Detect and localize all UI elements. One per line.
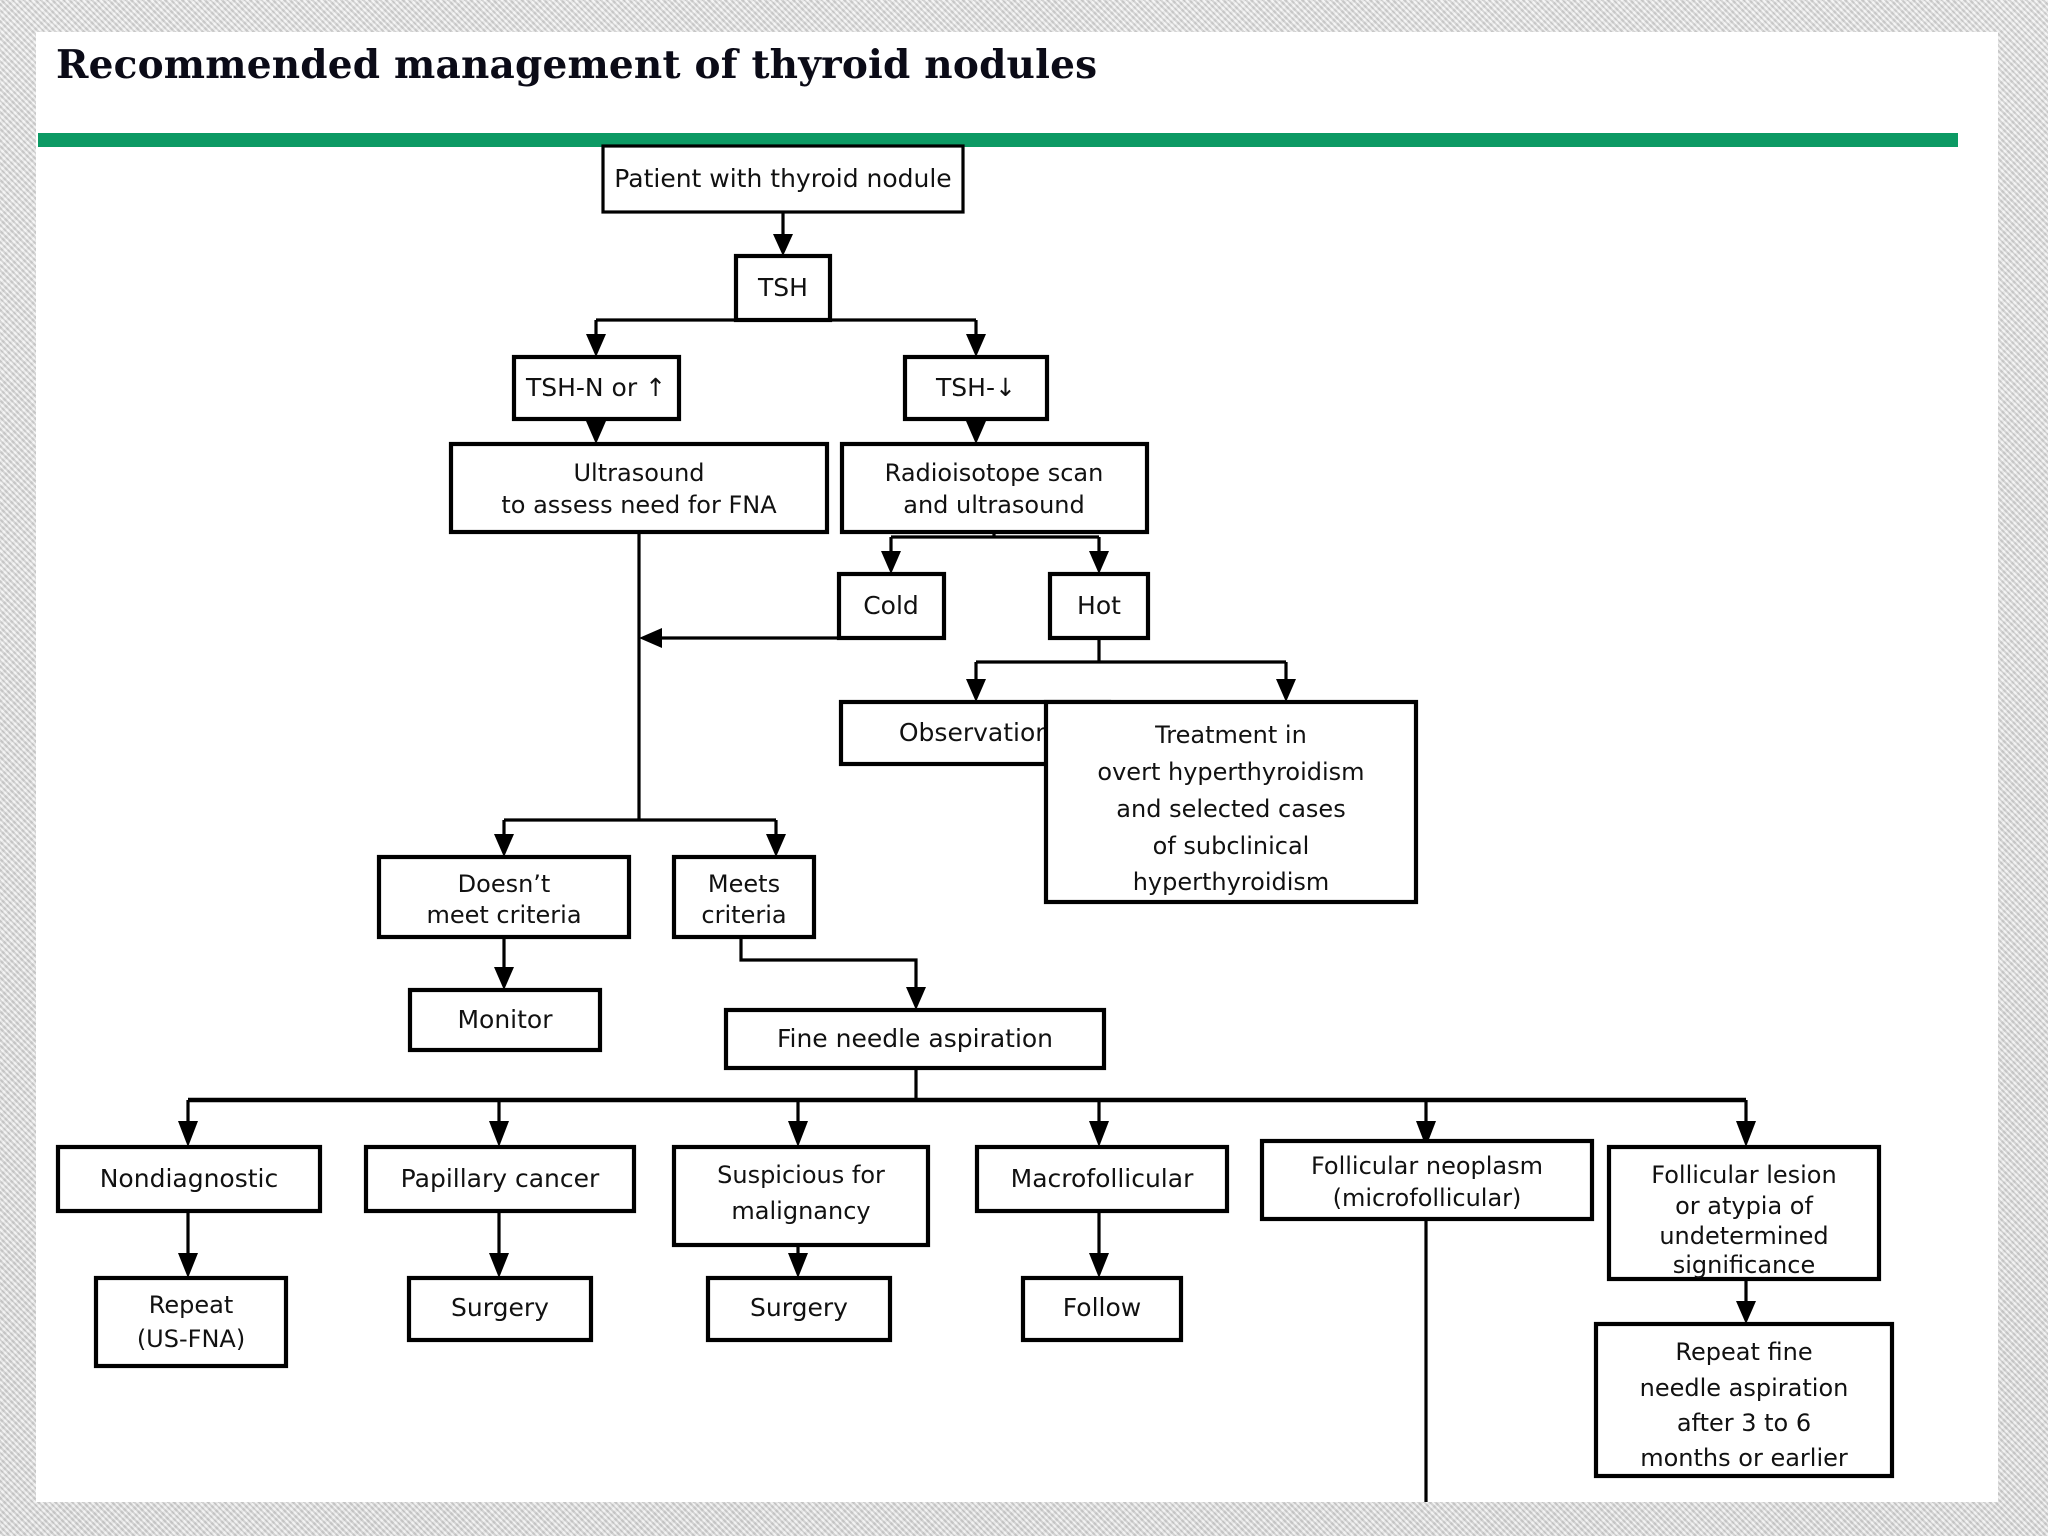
node-doesnt-meet-criteria[interactable]: Doesn’t meet criteria [376, 854, 632, 940]
node-papillary-cancer[interactable]: Papillary cancer [363, 1144, 637, 1214]
node-cold[interactable]: Cold [836, 571, 947, 641]
node-hot-label: Hot [1077, 591, 1121, 620]
node-nondiagnostic-label: Nondiagnostic [100, 1164, 279, 1193]
node-repeat-fine-needle-aspiration[interactable]: Repeat fine needle aspiration after 3 to… [1593, 1321, 1895, 1479]
node-follow-label: Follow [1063, 1293, 1141, 1322]
node-follicular-lesion[interactable]: Follicular lesion or atypia of undetermi… [1606, 1144, 1882, 1282]
node-cold-label: Cold [863, 591, 919, 620]
node-tsh[interactable]: TSH [733, 253, 833, 323]
node-ultrasound-line1: Ultrasound [573, 459, 704, 487]
node-follesion-line2: or atypia of [1675, 1192, 1813, 1220]
node-repeat-fna-line3: after 3 to 6 [1677, 1409, 1811, 1437]
node-treatment-line5: hyperthyroidism [1133, 868, 1330, 896]
node-surgery-papillary-label: Surgery [451, 1293, 549, 1322]
node-repeat-us-fna[interactable]: Repeat (US-FNA) [93, 1275, 289, 1369]
node-follesion-line3: undetermined [1659, 1222, 1828, 1250]
node-surgery-suspicious-label: Surgery [750, 1293, 848, 1322]
node-follow[interactable]: Follow [1020, 1275, 1184, 1343]
node-suspicious-line1: Suspicious for [717, 1161, 885, 1189]
node-repeat-usfna-line1: Repeat [149, 1291, 233, 1319]
node-no-criteria-line1: Doesn’t [458, 870, 551, 898]
node-treatment-line3: and selected cases [1116, 795, 1345, 823]
node-treatment[interactable]: Treatment in overt hyperthyroidism and s… [1043, 699, 1419, 905]
node-meets-criteria[interactable]: Meets criteria [671, 854, 817, 940]
node-monitor[interactable]: Monitor [407, 987, 603, 1053]
node-repeat-fna-line2: needle aspiration [1640, 1374, 1849, 1402]
node-repeat-fna-line1: Repeat fine [1675, 1338, 1812, 1366]
node-folneo-line2: (microfollicular) [1333, 1184, 1522, 1212]
node-suspicious-for-malignancy[interactable]: Suspicious for malignancy [671, 1144, 931, 1248]
node-tsh-label: TSH [757, 273, 808, 302]
node-repeat-usfna-line2: (US-FNA) [137, 1325, 245, 1353]
node-tsh-normal-label: TSH-N or ↑ [525, 373, 666, 402]
node-monitor-label: Monitor [457, 1005, 553, 1034]
node-observation-label: Observation [899, 718, 1051, 747]
page-title: Recommended management of thyroid nodule… [56, 42, 1098, 88]
node-follesion-line1: Follicular lesion [1651, 1161, 1836, 1189]
node-no-criteria-line2: meet criteria [426, 901, 581, 929]
node-tsh-low[interactable]: TSH-↓ [902, 354, 1050, 422]
node-radioisotope-line1: Radioisotope scan [885, 459, 1104, 487]
title-accent-rule [38, 133, 1958, 147]
node-suspicious-line2: malignancy [731, 1197, 870, 1225]
node-papillary-label: Papillary cancer [401, 1164, 600, 1193]
node-treatment-line2: overt hyperthyroidism [1097, 758, 1364, 786]
node-tsh-normal[interactable]: TSH-N or ↑ [511, 354, 682, 422]
node-fna-label: Fine needle aspiration [777, 1024, 1053, 1053]
node-folneo-line1: Follicular neoplasm [1311, 1152, 1543, 1180]
node-meets-line2: criteria [701, 901, 786, 929]
node-surgery-suspicious[interactable]: Surgery [705, 1275, 893, 1343]
node-surgery-papillary[interactable]: Surgery [406, 1275, 594, 1343]
node-macrofollicular-label: Macrofollicular [1011, 1164, 1194, 1193]
node-treatment-line1: Treatment in [1154, 721, 1307, 749]
node-macrofollicular[interactable]: Macrofollicular [974, 1144, 1230, 1214]
node-radioisotope[interactable]: Radioisotope scan and ultrasound [839, 441, 1150, 535]
node-follicular-neoplasm[interactable]: Follicular neoplasm (microfollicular) [1259, 1138, 1595, 1222]
node-radioisotope-line2: and ultrasound [903, 491, 1085, 519]
node-repeat-fna-line4: months or earlier [1640, 1444, 1848, 1472]
node-tsh-low-label: TSH-↓ [935, 373, 1016, 402]
node-ultrasound-line2: to assess need for FNA [501, 491, 777, 519]
node-follesion-line4: significance [1673, 1251, 1815, 1279]
flowchart: Patient with thyroid nodule TSH TSH-N or… [36, 32, 1998, 1502]
node-patient[interactable]: Patient with thyroid nodule [601, 144, 965, 214]
node-treatment-line4: of subclinical [1153, 832, 1310, 860]
node-ultrasound[interactable]: Ultrasound to assess need for FNA [448, 441, 830, 535]
node-fine-needle-aspiration[interactable]: Fine needle aspiration [723, 1007, 1107, 1071]
node-hot[interactable]: Hot [1047, 571, 1151, 641]
node-nondiagnostic[interactable]: Nondiagnostic [55, 1144, 323, 1214]
node-meets-line1: Meets [708, 870, 780, 898]
node-patient-label: Patient with thyroid nodule [614, 164, 951, 193]
